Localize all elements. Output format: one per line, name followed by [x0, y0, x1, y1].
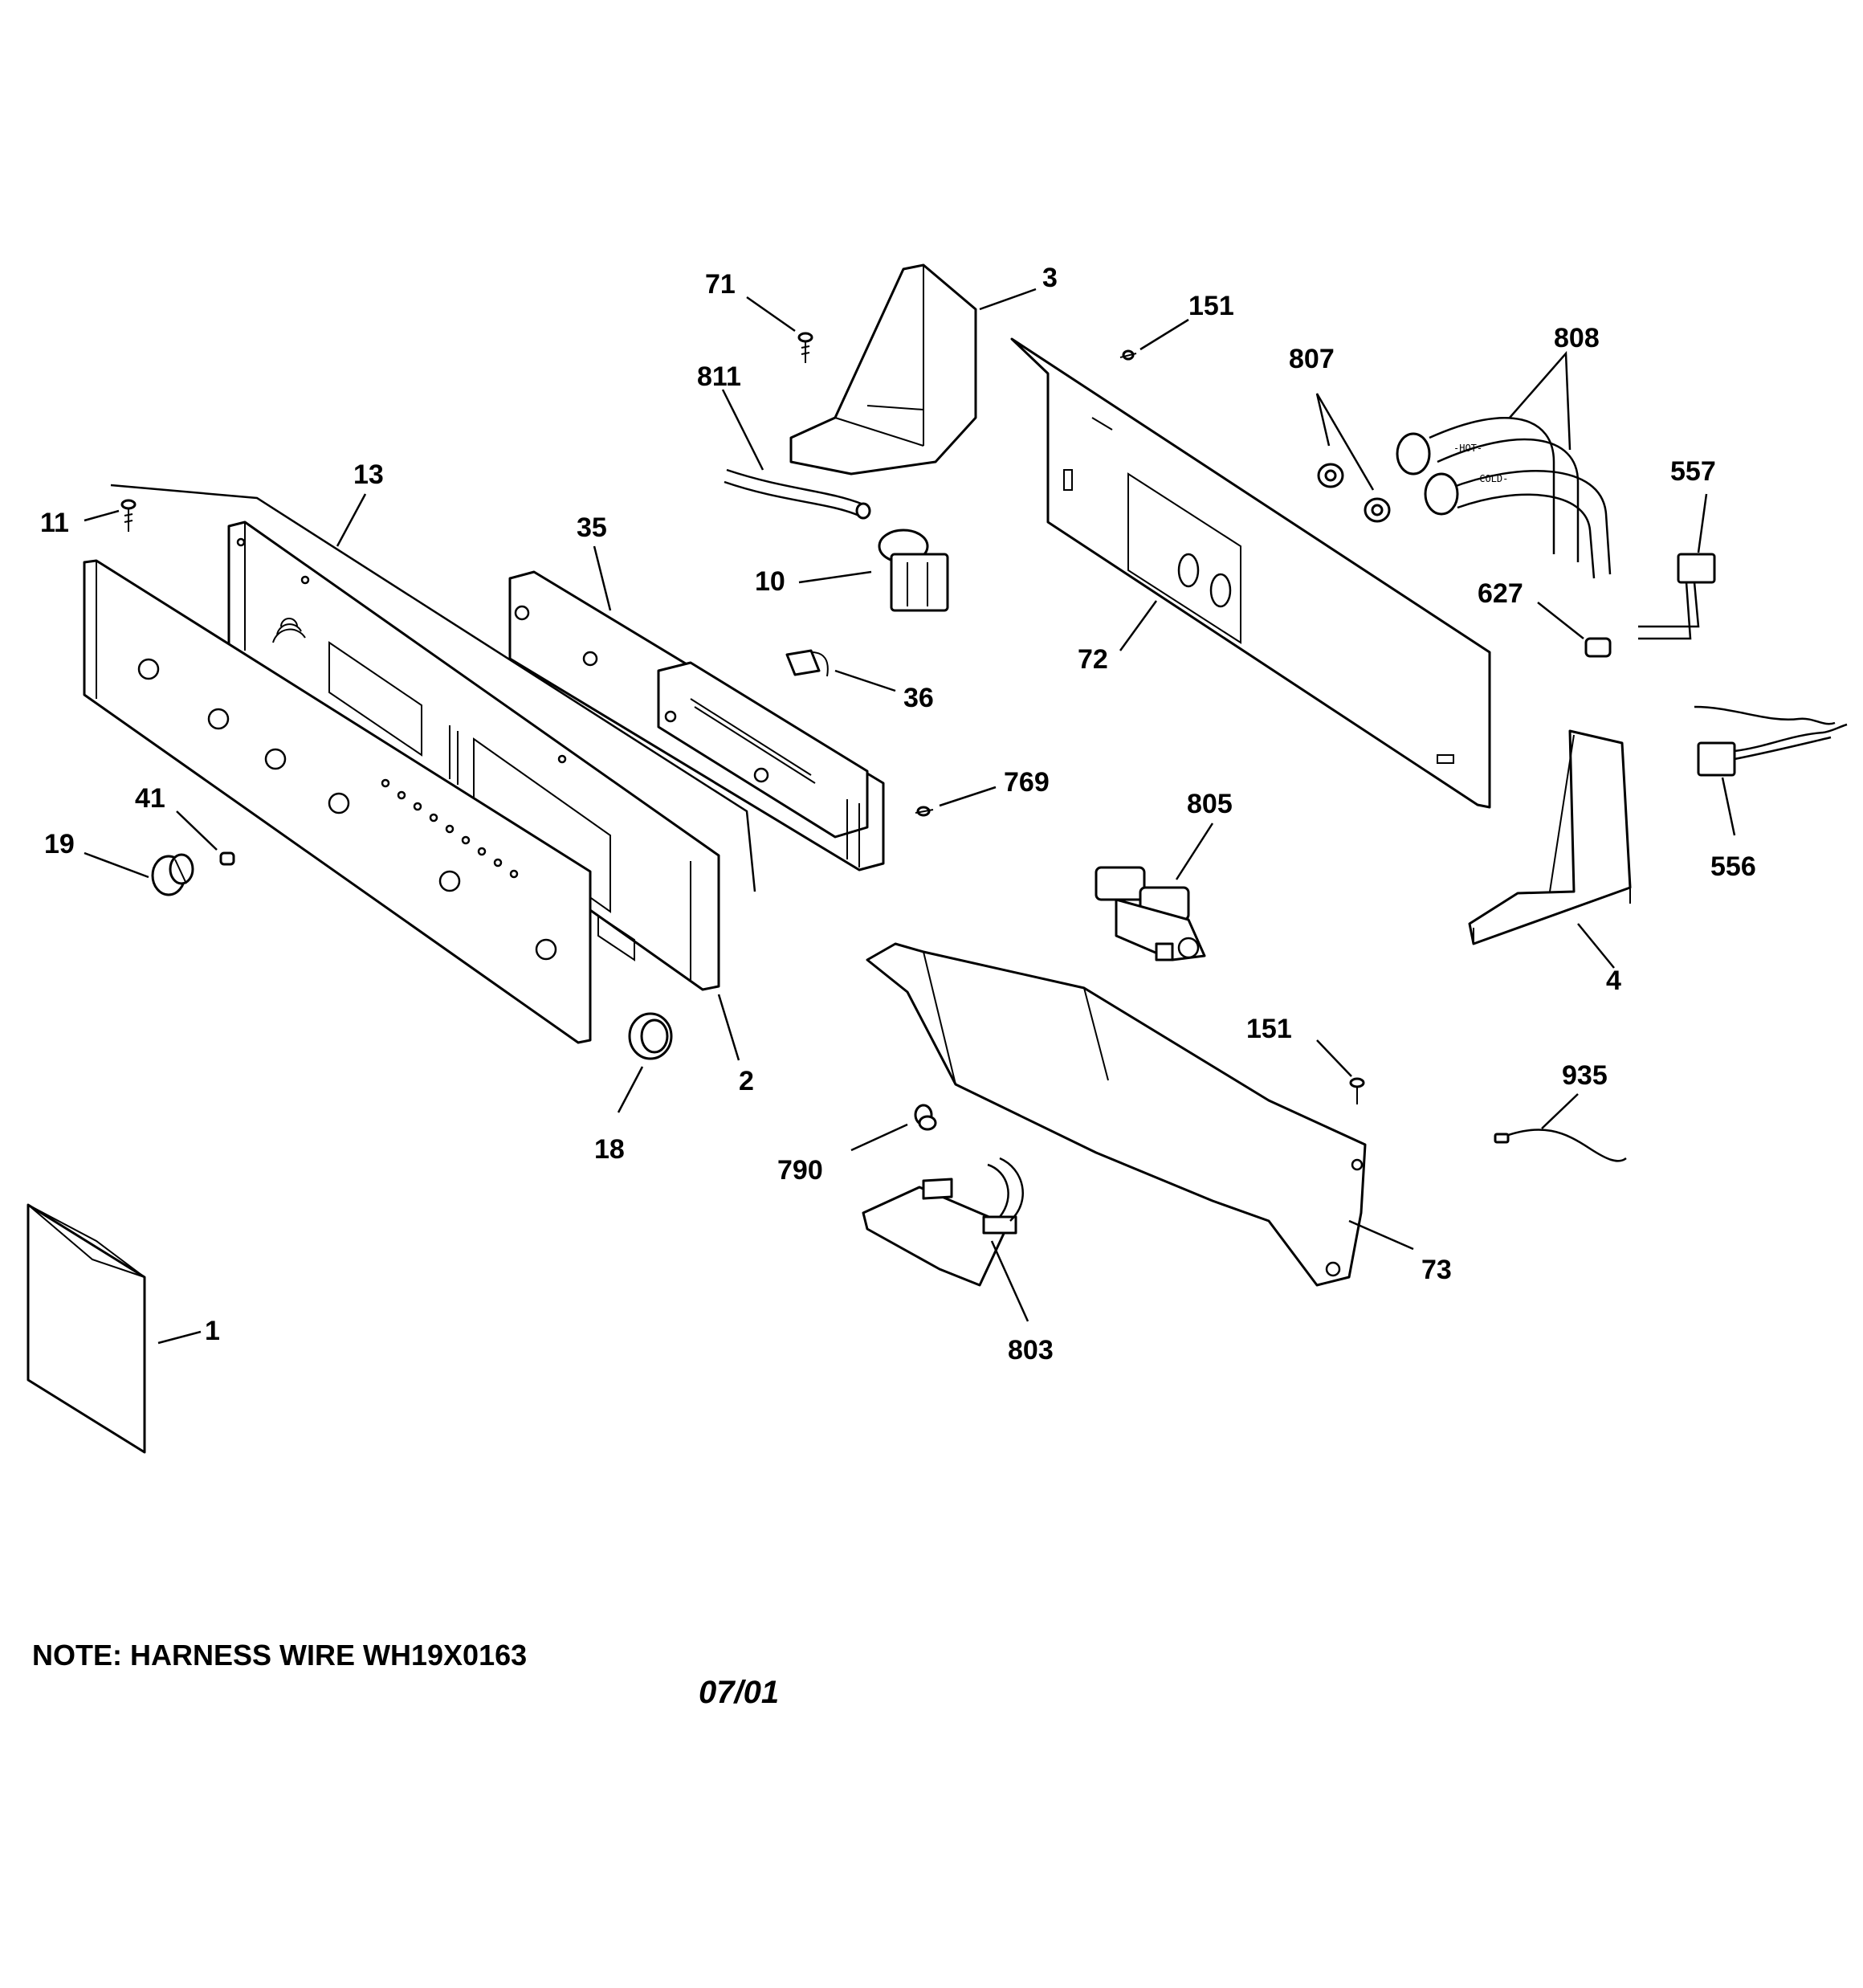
- callout-811: 811: [697, 361, 741, 392]
- callout-19: 19: [44, 829, 75, 859]
- callout-3: 3: [1042, 263, 1058, 293]
- part-71-screw: [797, 332, 813, 363]
- callout-10: 10: [755, 566, 785, 597]
- leader-1: [157, 1330, 202, 1345]
- callout-627: 627: [1478, 578, 1523, 609]
- part-13-console-line: [110, 484, 756, 892]
- callout-71: 71: [705, 269, 736, 300]
- leader-3: [979, 288, 1037, 311]
- callout-935: 935: [1562, 1060, 1608, 1091]
- part-790-clamp: [914, 1104, 937, 1131]
- part-808-fill-hoses: -HOT- -COLD-: [1396, 417, 1612, 579]
- callout-35: 35: [577, 512, 607, 543]
- leader-73: [1348, 1219, 1414, 1251]
- callout-556: 556: [1710, 851, 1756, 882]
- callout-557: 557: [1670, 456, 1716, 487]
- leader-811: [721, 389, 764, 471]
- callout-18: 18: [594, 1134, 625, 1165]
- leader-556: [1721, 777, 1736, 836]
- callout-4: 4: [1606, 965, 1621, 996]
- part-151-screw-top: [1119, 349, 1137, 361]
- leader-151-top: [1139, 318, 1189, 351]
- part-41-clip: [219, 851, 235, 866]
- console-front-panel: [83, 559, 592, 1044]
- part-36-connector: [785, 649, 829, 677]
- callout-803: 803: [1008, 1335, 1054, 1365]
- leader-769: [939, 786, 997, 807]
- part-803-dispenser-funnel: [862, 1157, 1024, 1287]
- leader-36: [834, 669, 896, 692]
- leader-935: [1541, 1093, 1579, 1129]
- callout-13: 13: [353, 459, 384, 490]
- callout-2: 2: [739, 1066, 754, 1096]
- leader-557: [1697, 493, 1708, 553]
- callout-769: 769: [1004, 767, 1050, 798]
- leader-10: [798, 570, 872, 584]
- leader-41: [176, 810, 218, 851]
- part-556-connector: [1694, 705, 1848, 777]
- callout-73: 73: [1421, 1255, 1452, 1285]
- part-627-plug: [1584, 637, 1612, 658]
- leader-151-bottom: [1316, 1039, 1352, 1077]
- part-935-wire: [1494, 1129, 1627, 1162]
- leader-35: [593, 545, 612, 611]
- callout-807: 807: [1289, 344, 1335, 374]
- callout-805: 805: [1187, 789, 1233, 819]
- callout-36: 36: [903, 683, 934, 713]
- revision-date: 07/01: [699, 1675, 780, 1710]
- callout-790: 790: [777, 1155, 823, 1186]
- leader-808: [1509, 350, 1572, 451]
- part-10-pressure-switch: [878, 529, 949, 612]
- leader-2: [717, 994, 740, 1061]
- part-805-water-valve: [1095, 866, 1206, 961]
- leader-807: [1315, 393, 1375, 491]
- part-557-connector: [1638, 553, 1716, 640]
- leader-4: [1577, 923, 1615, 969]
- leader-11: [84, 509, 120, 522]
- callout-808: 808: [1554, 323, 1600, 353]
- part-73-lower-bracket: [866, 942, 1367, 1287]
- hose-label-hot: -HOT-: [1453, 443, 1482, 454]
- callout-72: 72: [1078, 644, 1108, 675]
- part-19-knob: [151, 853, 194, 896]
- leader-13: [336, 493, 367, 547]
- part-1-literature-envelope: [26, 1203, 146, 1454]
- part-811-tube: [724, 468, 871, 520]
- callout-11: 11: [40, 508, 69, 538]
- part-769-screw: [915, 806, 934, 817]
- callout-41: 41: [135, 783, 165, 814]
- part-18-grommet: [628, 1012, 673, 1060]
- leader-627: [1537, 602, 1584, 639]
- leader-72: [1119, 600, 1158, 651]
- callout-1: 1: [205, 1316, 220, 1346]
- leader-803: [990, 1240, 1029, 1322]
- part-4-end-cap: [1468, 729, 1632, 945]
- leader-790: [850, 1123, 908, 1152]
- leader-71: [746, 296, 796, 333]
- harness-wire-note: NOTE: HARNESS WIRE WH19X0163: [32, 1639, 528, 1672]
- leader-18: [617, 1066, 644, 1113]
- callout-151-top: 151: [1188, 291, 1234, 321]
- part-35-control-board: [508, 570, 885, 872]
- part-3-end-cap: [789, 263, 977, 476]
- part-72-rear-panel: [1010, 337, 1491, 809]
- part-11-screw: [120, 499, 137, 532]
- part-151-screw-bottom: [1349, 1077, 1365, 1104]
- leader-19: [84, 851, 149, 879]
- callout-151-bottom: 151: [1246, 1014, 1292, 1044]
- hose-label-cold: -COLD-: [1474, 473, 1508, 484]
- leader-805: [1175, 823, 1214, 880]
- part-807-washers: [1317, 463, 1391, 523]
